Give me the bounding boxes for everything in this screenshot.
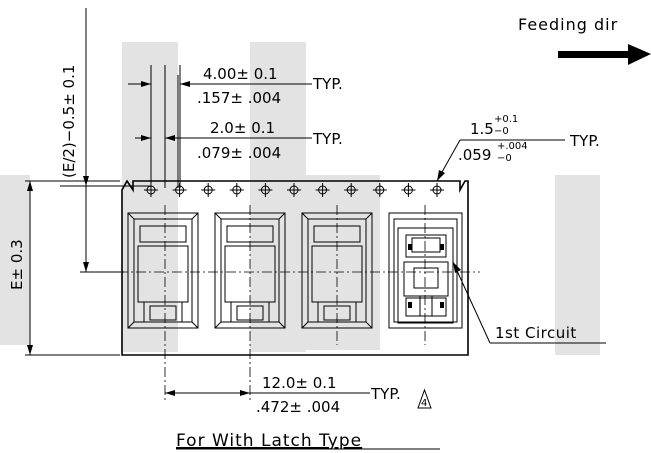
feeding-direction-label: Feeding dir: [518, 15, 618, 34]
hole-mm-tol: +0.1: [494, 114, 518, 125]
sprocket-hole-cross: [372, 183, 387, 197]
width-label: E± 0.3: [8, 239, 26, 290]
hole-mm-tol2: −0: [494, 126, 509, 137]
sprocket-hole-cross: [344, 183, 359, 197]
sprocket-hole-cross: [401, 183, 416, 197]
pocket-in: .472± .004: [256, 398, 340, 416]
first-circuit-label: 1st Circuit: [495, 324, 577, 342]
first-circuit-callout: 1st Circuit: [452, 261, 606, 344]
pocket-pitch-dimension: 12.0± 0.1 .472± .004 TYP. 4: [165, 374, 432, 416]
pocket-typ: TYP.: [370, 385, 401, 403]
pocket: [127, 212, 199, 329]
hole-in: .059: [458, 146, 491, 164]
sprocket-hole-cross: [287, 183, 301, 197]
pocket-with-part: [388, 212, 463, 329]
watermark: [0, 42, 600, 355]
pitch-dimension: 4.00± 0.1 .157± .004 TYP.: [128, 65, 343, 107]
width-dimension: E± 0.3: [8, 181, 33, 355]
half-pitch-mm: 2.0± 0.1: [210, 119, 275, 137]
pocket-mm: 12.0± 0.1: [262, 374, 337, 392]
caption: For With Latch Type: [176, 431, 362, 451]
sprocket-hole-cross: [201, 183, 216, 197]
half-pitch-dimension: 2.0± 0.1 .079± .004 TYP.: [135, 119, 343, 162]
feeding-arrow: [558, 44, 651, 65]
pitch-mm: 4.00± 0.1: [203, 65, 278, 83]
sprocket-hole-cross: [315, 183, 330, 197]
hole-dimension: 1.5 +0.1 −0 .059 +.004 −0 TYP.: [436, 114, 600, 182]
connector-part: [397, 227, 454, 324]
hole-typ: TYP.: [569, 132, 600, 150]
sprocket-hole-cross: [258, 183, 273, 197]
tape-outline: [121, 179, 469, 356]
hole-mm: 1.5: [470, 120, 494, 138]
pitch-typ: TYP.: [312, 75, 343, 93]
note-triangle: [417, 388, 432, 409]
extension-lines: [25, 65, 181, 356]
half-pitch-typ: TYP.: [312, 130, 343, 148]
offset-dimension: (E/2)−0.5± 0.1: [60, 8, 89, 272]
offset-label: (E/2)−0.5± 0.1: [60, 65, 78, 178]
hole-in-tol: +.004: [497, 141, 528, 152]
hole-in-tol2: −0: [497, 153, 512, 164]
sprocket-holes: [144, 183, 444, 197]
half-pitch-in: .079± .004: [197, 144, 281, 162]
pitch-in: .157± .004: [197, 89, 281, 107]
note-number: 4: [421, 398, 427, 409]
sprocket-hole-cross: [430, 183, 444, 197]
sprocket-hole-cross: [229, 183, 244, 197]
